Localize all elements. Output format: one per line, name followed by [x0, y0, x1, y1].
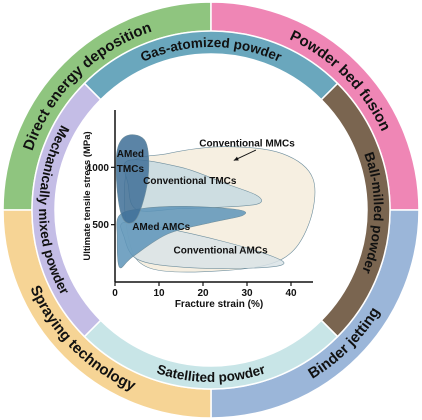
- region-label: Conventional TMCs: [143, 176, 237, 187]
- x-tick-label: 40: [285, 288, 297, 299]
- region-amed-amcs: [116, 206, 246, 269]
- x-tick-label: 10: [153, 288, 165, 299]
- x-axis-label: Fracture strain (%): [175, 299, 263, 310]
- region-label: Conventional MMCs: [199, 139, 295, 150]
- x-tick-label: 20: [197, 288, 209, 299]
- y-tick-label: 1000: [87, 163, 110, 174]
- x-tick-label: 0: [112, 288, 118, 299]
- y-axis-label: Ultimate tensile stress (MPa): [82, 131, 93, 260]
- region-label: AMed AMCs: [132, 222, 190, 233]
- y-tick-label: 500: [92, 220, 109, 231]
- region-label: TMCs: [117, 164, 145, 175]
- region-label: AMed: [117, 149, 144, 160]
- region-amed-tmcs: [115, 134, 150, 224]
- region-label: Conventional AMCs: [174, 245, 269, 256]
- x-tick-label: 30: [241, 288, 253, 299]
- arrow-head-icon: [233, 156, 239, 161]
